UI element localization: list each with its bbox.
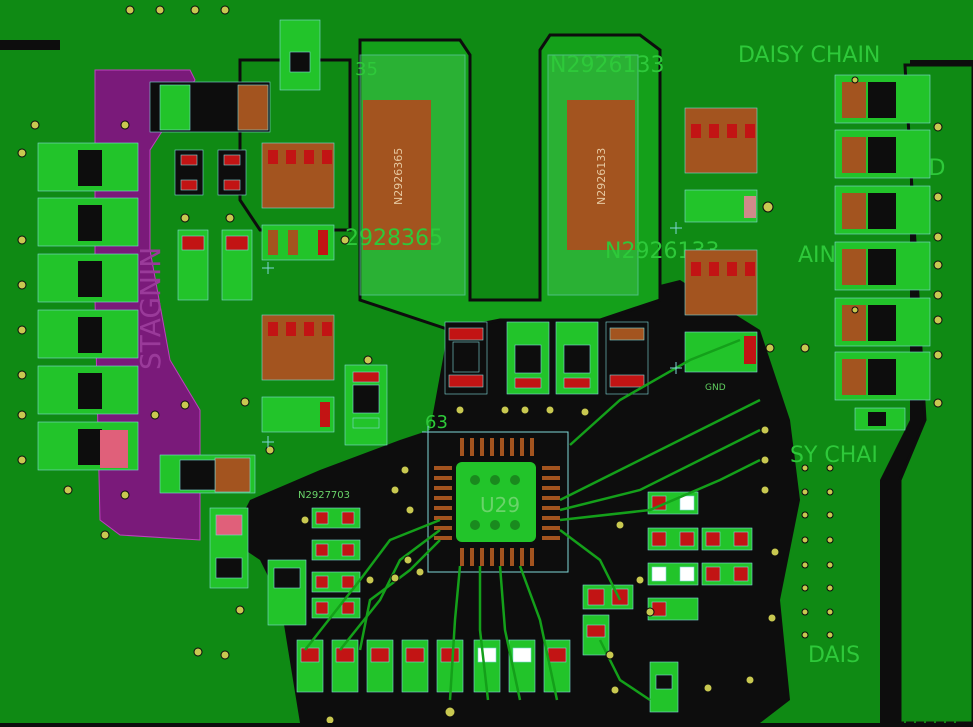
fet-upper-right[interactable]	[684, 107, 758, 223]
net-label-35: 35	[355, 59, 378, 80]
crosshair-markers	[262, 222, 682, 448]
inductor-right[interactable]: N2926133	[547, 54, 639, 296]
right-edge-traces	[904, 455, 956, 723]
fet-upper-left[interactable]	[261, 142, 335, 261]
net-label-daisy-chain-bot: DAIS	[808, 643, 860, 668]
ic-u29[interactable]: U29	[427, 431, 569, 573]
net-label-n2927703: N2927703	[298, 490, 350, 501]
vias	[17, 5, 943, 725]
net-label-daisy-chain-mid: SY CHAI	[790, 443, 878, 468]
left-component-column	[37, 142, 139, 471]
fet-mid-right[interactable]: GND	[684, 249, 758, 393]
net-label-2928365: 2928365	[345, 226, 443, 251]
passives-right-of-ic	[647, 491, 753, 621]
fet-lower-left[interactable]	[261, 314, 335, 433]
net-label-ain: AIN	[798, 243, 836, 268]
passives-bottom	[296, 584, 679, 713]
net-label-daisy-chain-top: DAISY CHAIN	[738, 43, 880, 68]
net-label-n2926133-top: N2926133	[550, 53, 664, 78]
pad-label-gnd: GND	[705, 383, 726, 393]
inductor-left[interactable]: N2926365	[359, 54, 466, 296]
passives-middle	[344, 321, 649, 446]
net-label-63: 63	[425, 412, 448, 433]
right-component-column	[834, 74, 931, 431]
passives-top-left	[149, 19, 321, 494]
inductor-right-label: N2926133	[595, 148, 608, 205]
inductor-left-label: N2926365	[392, 148, 405, 205]
passives-left-bottom	[209, 507, 361, 626]
ic-u29-label: U29	[480, 493, 520, 517]
net-label-stagnin: STAGNIN	[134, 247, 167, 370]
